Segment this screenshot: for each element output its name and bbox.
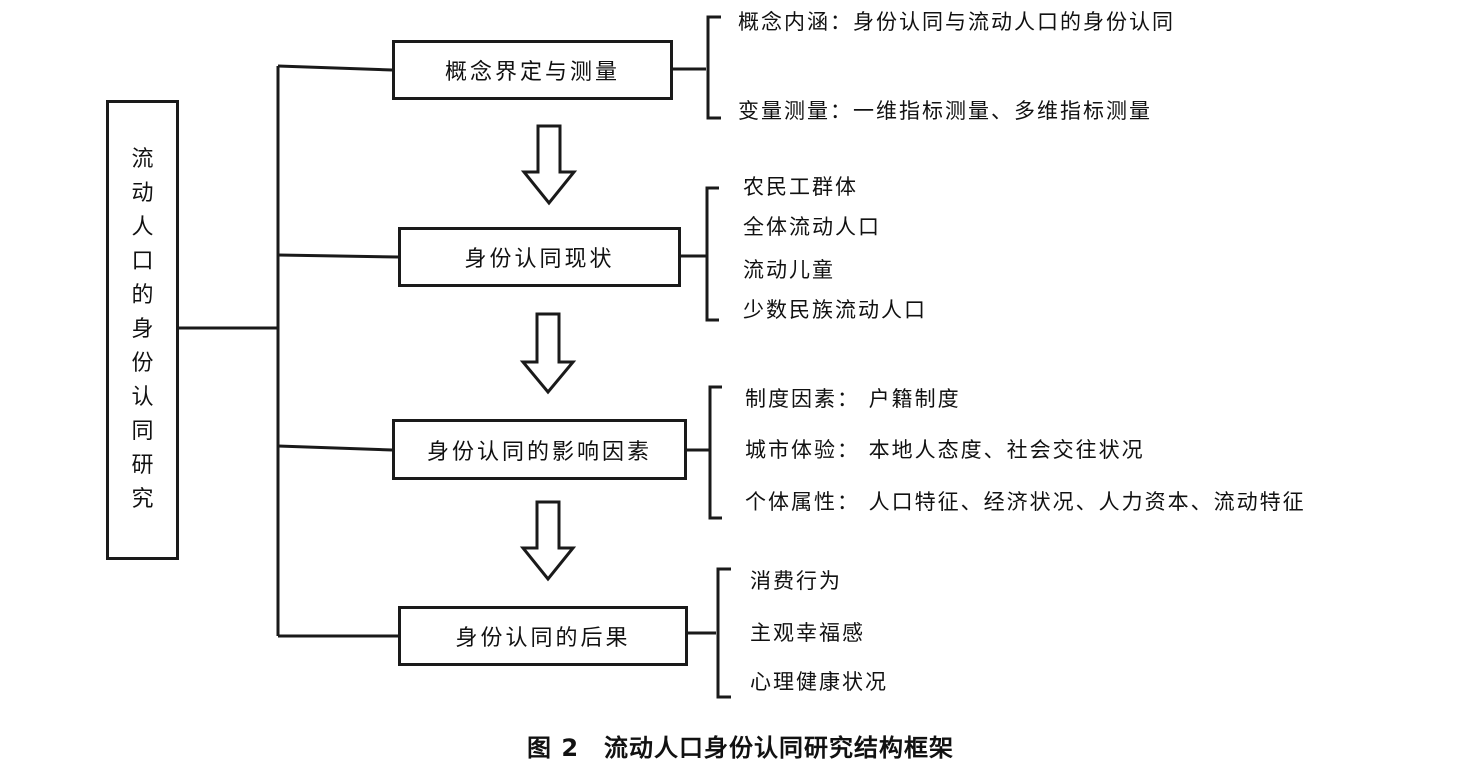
down-arrow-2	[519, 312, 577, 395]
root-title-char: 的	[131, 283, 154, 308]
root-title-char: 研	[131, 453, 154, 478]
factor-item: 个体属性： 人口特征、经济状况、人力资本、流动特征	[745, 490, 1306, 514]
consequence-item: 消费行为	[750, 569, 842, 593]
branch-1	[277, 64, 393, 72]
stage-box-status: 身份认同现状	[398, 227, 681, 287]
consequence-item: 心理健康状况	[750, 670, 888, 694]
bracket-3	[687, 385, 722, 520]
stage-label-status: 身份认同现状	[464, 247, 615, 272]
stage-label-consequences: 身份认同的后果	[455, 626, 631, 651]
bracket-4	[688, 567, 731, 699]
root-box: 流动人口的身份认同研究	[106, 100, 179, 560]
figure-caption: 图 2 流动人口身份认同研究结构框架	[526, 734, 955, 762]
root-title-char: 流	[131, 147, 154, 172]
stage-box-concept: 概念界定与测量	[392, 40, 673, 100]
status-item: 少数民族流动人口	[743, 298, 927, 322]
stage-label-factors: 身份认同的影响因素	[426, 439, 652, 465]
root-title-char: 人	[131, 215, 154, 240]
root-title-char: 动	[131, 181, 154, 206]
root-title-char: 份	[131, 351, 154, 376]
bracket-2	[681, 186, 719, 322]
root-title-char: 身	[131, 317, 154, 342]
down-arrow-3	[519, 500, 577, 582]
branch-2	[277, 253, 399, 259]
stage-box-consequences: 身份认同的后果	[398, 606, 688, 666]
stage-box-factors: 身份认同的影响因素	[392, 419, 687, 480]
status-item: 流动儿童	[743, 258, 835, 282]
factor-item: 制度因素： 户籍制度	[745, 387, 961, 411]
concept-item: 变量测量：一维指标测量、多维指标测量	[738, 99, 1152, 123]
concept-item: 概念内涵：身份认同与流动人口的身份认同	[738, 10, 1175, 34]
bracket-1	[673, 15, 721, 120]
factor-item: 城市体验： 本地人态度、社会交往状况	[745, 438, 1145, 462]
root-title-char: 认	[131, 385, 154, 410]
stage-label-concept: 概念界定与测量	[444, 60, 620, 85]
branch-3	[277, 444, 393, 452]
status-item: 农民工群体	[743, 175, 858, 199]
status-item: 全体流动人口	[743, 215, 881, 239]
root-title-char: 同	[131, 419, 154, 444]
down-arrow-1	[520, 124, 578, 206]
root-title-char: 口	[131, 249, 154, 274]
consequence-item: 主观幸福感	[750, 621, 865, 645]
root-title-char: 究	[131, 487, 154, 512]
